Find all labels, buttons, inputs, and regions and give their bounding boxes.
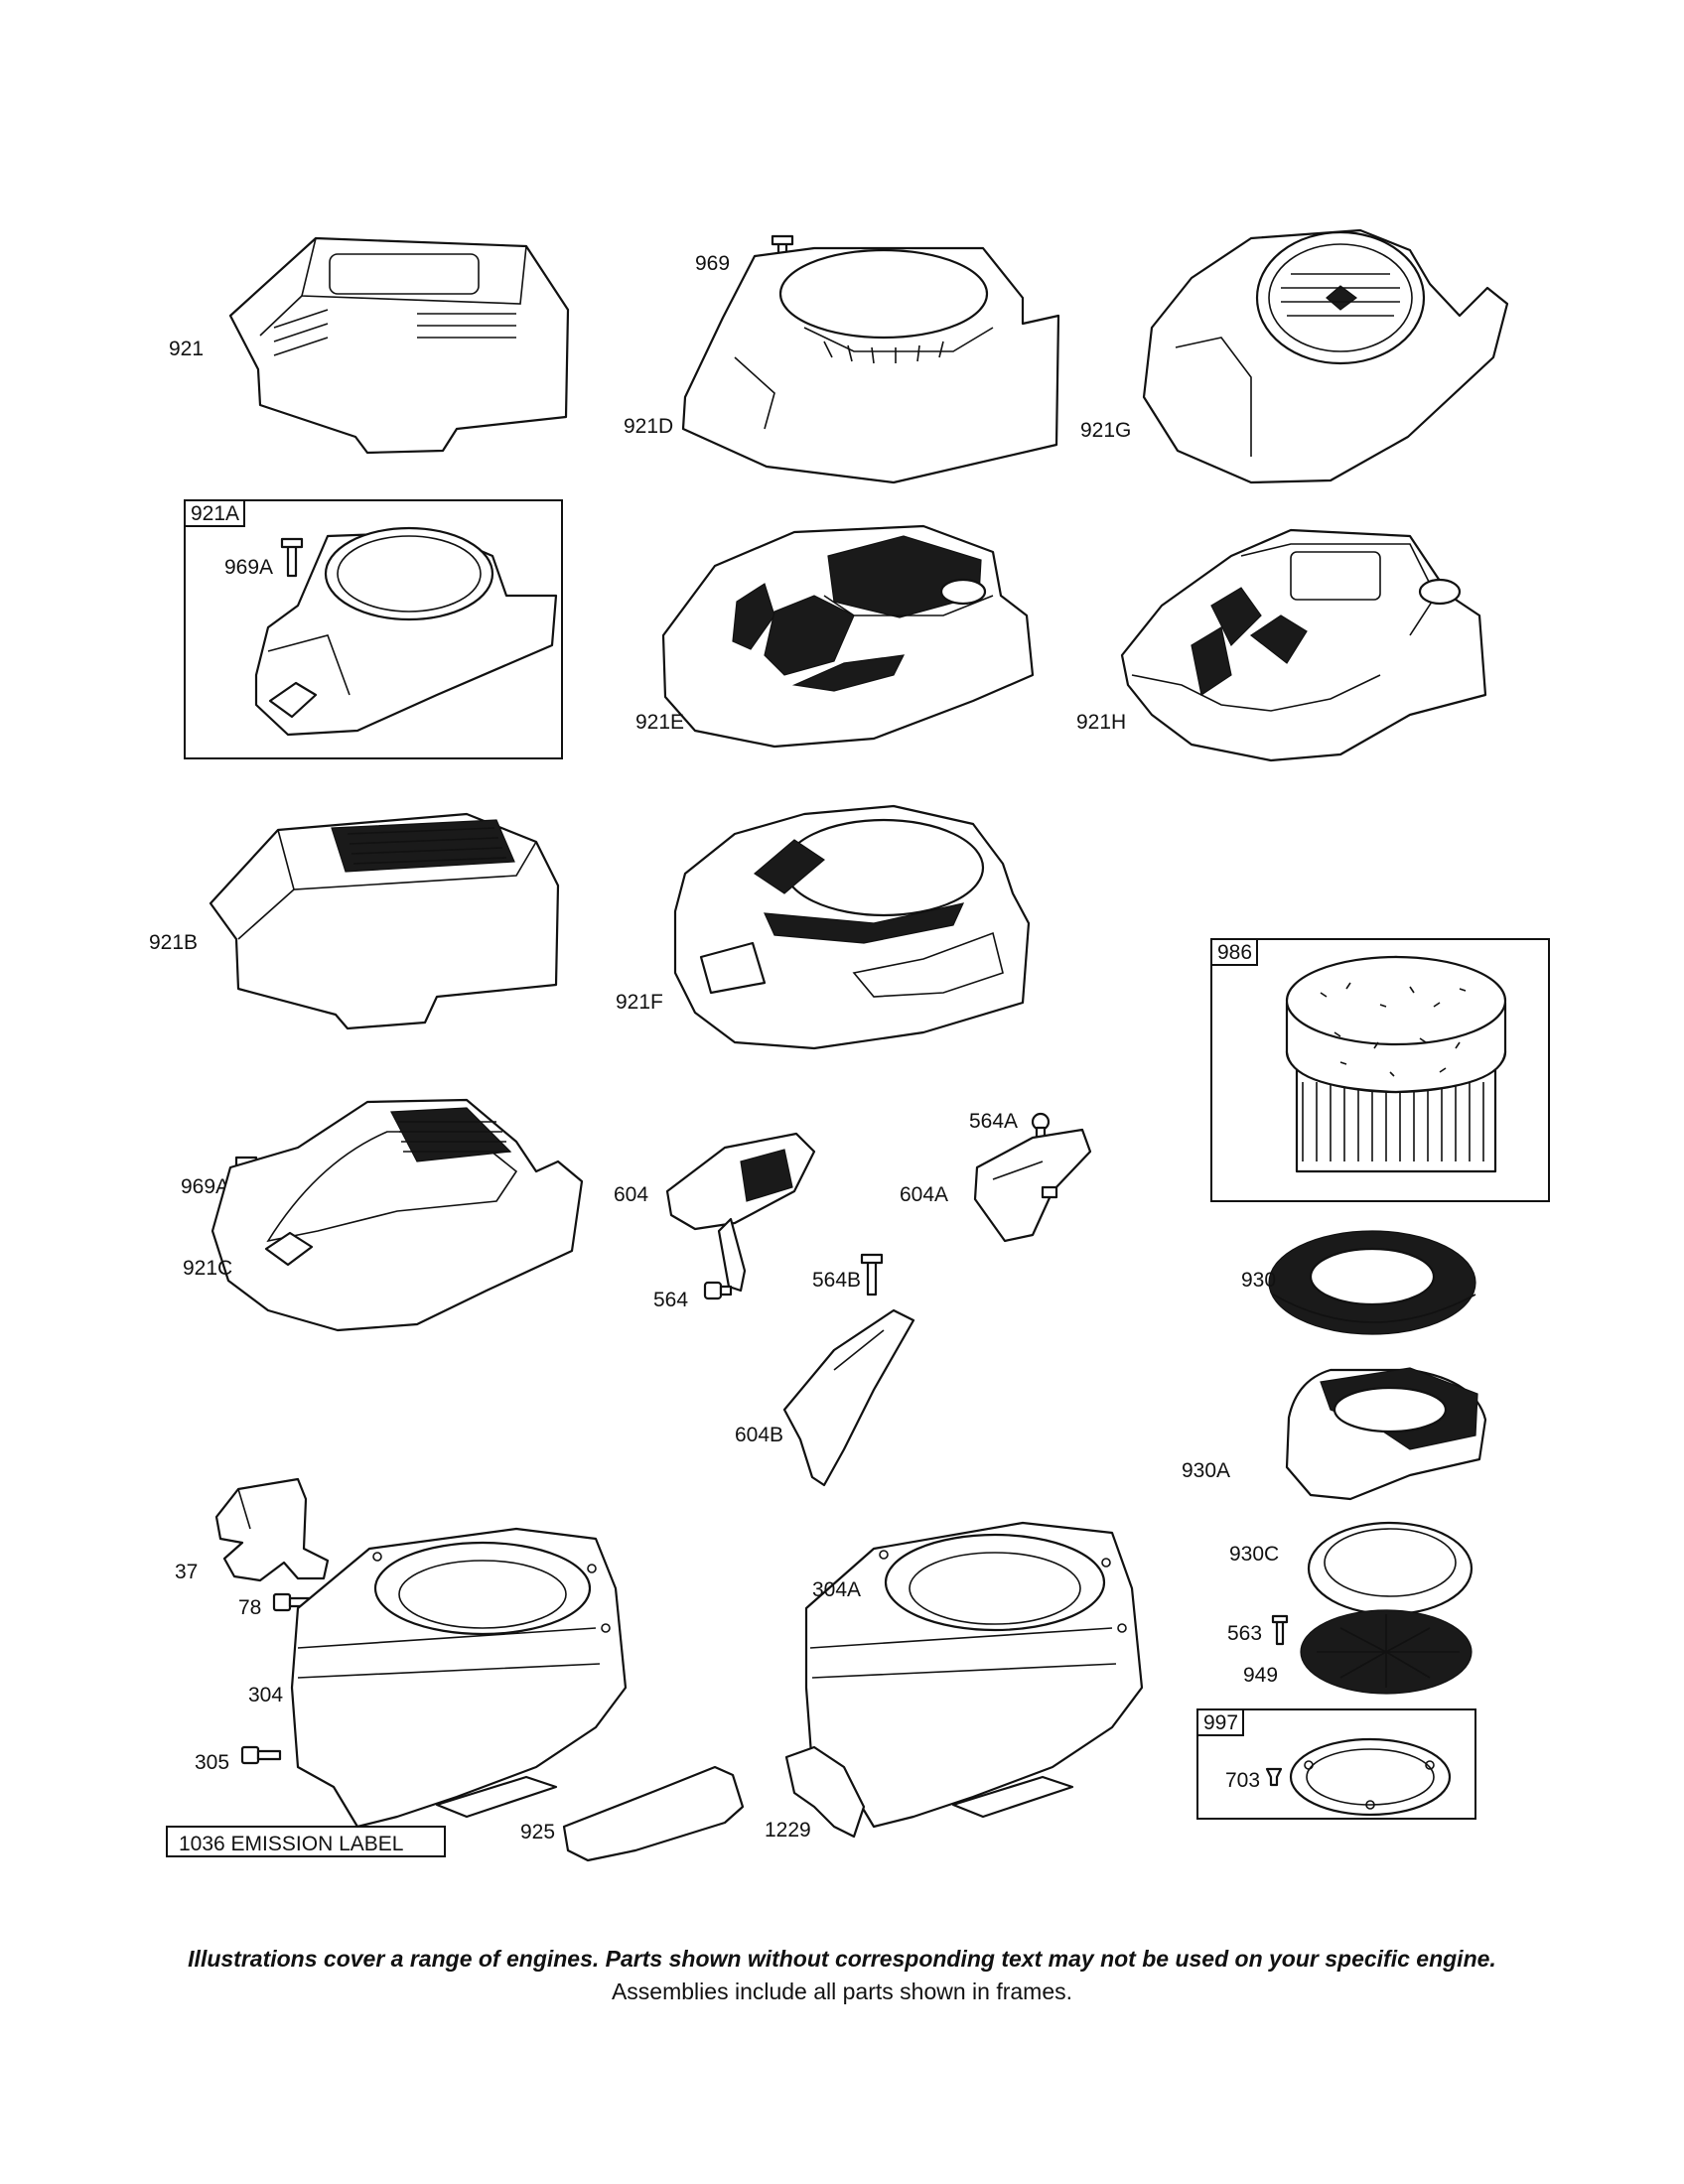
label-921A: 921A <box>191 502 239 525</box>
label-604: 604 <box>614 1183 648 1206</box>
part-921D-housing <box>681 246 1060 484</box>
part-921C-housing <box>210 1098 584 1332</box>
part-930-screen <box>1268 1230 1476 1335</box>
label-930: 930 <box>1241 1269 1276 1292</box>
label-564A: 564A <box>969 1110 1018 1133</box>
label-37: 37 <box>175 1561 198 1583</box>
part-564B-screw <box>860 1253 884 1297</box>
label-305: 305 <box>195 1751 229 1774</box>
part-37-shield <box>214 1477 330 1582</box>
label-969A-top: 969A <box>224 556 273 579</box>
label-969: 969 <box>695 252 730 275</box>
label-604A: 604A <box>900 1183 948 1206</box>
label-997: 997 <box>1203 1711 1238 1734</box>
part-930A-guard <box>1285 1367 1487 1501</box>
label-304A: 304A <box>812 1578 861 1601</box>
label-986: 986 <box>1217 941 1252 964</box>
frame-921A-tag <box>184 499 245 527</box>
part-304-blower-housing <box>290 1527 628 1829</box>
frame-986-tag <box>1210 938 1258 966</box>
label-930C: 930C <box>1229 1543 1279 1566</box>
part-921A-housing <box>254 526 558 737</box>
frame-921A <box>184 499 563 759</box>
label-564: 564 <box>653 1289 688 1311</box>
part-921G-housing <box>1142 228 1509 484</box>
label-921B: 921B <box>149 931 198 954</box>
label-304: 304 <box>248 1684 283 1706</box>
label-563: 563 <box>1227 1622 1262 1645</box>
part-949-screen <box>1300 1609 1473 1695</box>
label-969A-mid: 969A <box>181 1175 229 1198</box>
frame-997-tag <box>1196 1708 1244 1736</box>
part-921F-housing <box>673 804 1031 1050</box>
part-563-screw <box>1271 1614 1289 1646</box>
emission-label-text: 1036 EMISSION LABEL <box>179 1833 403 1855</box>
label-921G: 921G <box>1080 419 1131 442</box>
frame-986 <box>1210 938 1550 1202</box>
part-304A-blower-housing <box>804 1521 1144 1829</box>
label-921C: 921C <box>183 1257 232 1280</box>
part-703-screw <box>1265 1767 1283 1787</box>
part-604A-baffle <box>973 1128 1092 1243</box>
disclaimer-text: Illustrations cover a range of engines. … <box>188 1946 1496 1972</box>
label-925: 925 <box>520 1821 555 1843</box>
label-921F: 921F <box>616 991 663 1014</box>
label-921D: 921D <box>624 415 673 438</box>
part-921-housing <box>228 236 570 455</box>
part-564A-screw <box>1031 1112 1051 1140</box>
part-921B-housing <box>209 812 560 1030</box>
part-969A-screw-top <box>280 537 304 578</box>
label-1229: 1229 <box>765 1819 811 1842</box>
part-921E-housing <box>661 524 1035 749</box>
frame-997 <box>1196 1708 1476 1820</box>
label-921E: 921E <box>635 711 684 734</box>
emission-label-box <box>166 1826 446 1857</box>
part-921H-housing <box>1120 528 1487 762</box>
assemblies-note: Assemblies include all parts shown in fr… <box>611 1979 1073 2004</box>
label-604B: 604B <box>735 1424 783 1446</box>
label-564B: 564B <box>812 1269 861 1292</box>
part-1229-deflector <box>784 1745 866 1839</box>
part-305-bolt <box>240 1745 282 1765</box>
part-604B-baffle <box>782 1308 915 1487</box>
label-921H: 921H <box>1076 711 1126 734</box>
label-703: 703 <box>1225 1769 1260 1792</box>
part-604-bracket <box>665 1132 816 1293</box>
label-78: 78 <box>238 1596 261 1619</box>
part-986-air-cleaner <box>1285 955 1507 1173</box>
label-949: 949 <box>1243 1664 1278 1687</box>
part-925-baffle <box>562 1765 745 1862</box>
label-921: 921 <box>169 338 204 360</box>
label-930A: 930A <box>1182 1459 1230 1482</box>
part-930C-ring <box>1307 1521 1474 1616</box>
part-564-bolt <box>703 1281 733 1300</box>
part-997-ring <box>1289 1737 1452 1817</box>
